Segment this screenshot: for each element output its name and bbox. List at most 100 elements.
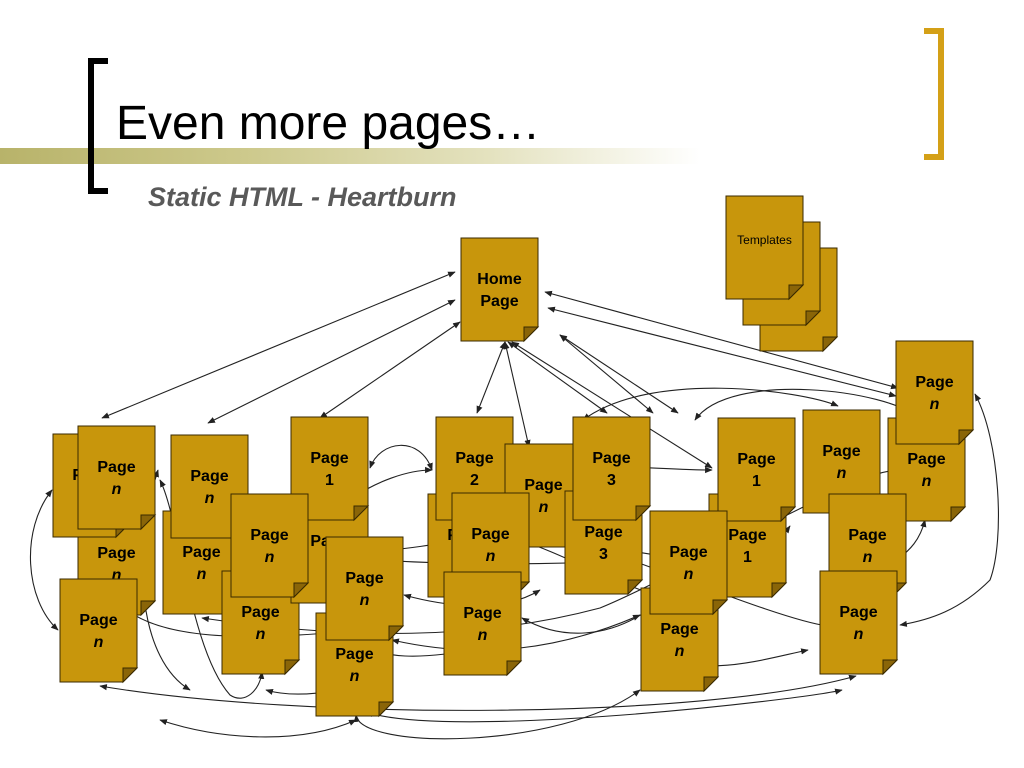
page-node-r6: Page n	[819, 570, 899, 676]
page-node-r4: Page n	[895, 340, 975, 446]
page-label-line: Page	[79, 612, 117, 629]
document-page-icon	[649, 510, 728, 615]
page-label-line: Page	[97, 459, 135, 476]
page-label-line: n	[112, 567, 122, 584]
page-label-line: n	[205, 490, 215, 507]
left-bracket	[88, 58, 108, 194]
link-arrow	[507, 341, 608, 414]
page-fold	[635, 505, 652, 522]
document-page-icon	[717, 417, 796, 522]
page-fold	[353, 505, 370, 522]
document-page-icon	[460, 237, 539, 342]
page-label-line: Templates	[737, 233, 792, 247]
page-label-line: n	[930, 396, 940, 413]
page-fold	[284, 659, 301, 676]
page-label-line: Page	[345, 570, 383, 587]
slide-subtitle: Static HTML - Heartburn	[148, 182, 457, 212]
page-label-line: Page	[915, 374, 953, 391]
right-bracket	[924, 28, 944, 160]
page-fold	[293, 582, 310, 599]
page-label-line: 1	[743, 549, 752, 566]
page-label-line: Page	[455, 450, 493, 467]
page-label-line: Page	[592, 450, 630, 467]
page-nodes: TemplatesHomePagePagenPagenPagenPagenPag…	[52, 195, 975, 718]
link-arrow	[521, 604, 656, 634]
page-label-line: 2	[470, 472, 479, 489]
page-label-line: n	[922, 473, 932, 490]
link-arrow	[207, 299, 456, 424]
page-label-line: Page	[907, 451, 945, 468]
page-label-line: n	[478, 627, 488, 644]
page-node-m7: Page n	[325, 536, 405, 642]
link-arrow	[476, 341, 506, 414]
link-arrow	[899, 393, 999, 627]
page-label-line: n	[197, 566, 207, 583]
page-fold	[388, 625, 405, 642]
page-fold	[122, 667, 139, 684]
page-fold	[712, 599, 729, 616]
page-node-c2: Page n	[451, 492, 531, 598]
page-label-line: n	[486, 548, 496, 565]
page-label-line: Page	[471, 526, 509, 543]
document-page-icon	[230, 493, 309, 598]
page-label-line: Page	[480, 293, 518, 310]
page-fold	[140, 600, 157, 617]
page-fold	[703, 676, 720, 693]
document-page-icon	[725, 195, 804, 300]
page-label-line: Page	[335, 646, 373, 663]
page-label-line: Page	[839, 604, 877, 621]
document-page-icon	[819, 570, 898, 675]
page-label-line: n	[675, 643, 685, 660]
link-arrow	[101, 271, 456, 419]
link-arrow	[365, 688, 843, 723]
page-fold	[771, 582, 788, 599]
page-label-line: n	[350, 668, 360, 685]
document-page-icon	[77, 425, 156, 530]
page-fold	[378, 701, 395, 718]
page-label-line: Home	[477, 271, 522, 288]
page-label-line: Page	[190, 468, 228, 485]
page-fold	[523, 326, 540, 343]
page-fold	[780, 506, 797, 523]
page-label-line: Page	[669, 544, 707, 561]
page-node-p3a: Page 3	[572, 416, 652, 522]
page-label-line: n	[112, 481, 122, 498]
link-arrow	[544, 290, 899, 390]
page-fold	[822, 336, 839, 353]
page-label-line: Page	[241, 604, 279, 621]
page-fold	[958, 429, 975, 446]
document-page-icon	[443, 571, 522, 676]
page-label-line: n	[863, 549, 873, 566]
page-fold	[506, 660, 523, 677]
link-arrow	[99, 674, 857, 711]
page-label-line: 3	[607, 472, 616, 489]
page-label-line: Page	[250, 527, 288, 544]
link-arrow	[159, 719, 357, 738]
link-arrow	[353, 689, 641, 740]
document-page-icon	[572, 416, 651, 521]
link-arrow	[559, 334, 654, 414]
page-label-line: Page	[97, 545, 135, 562]
page-node-l0: Page n	[77, 425, 157, 531]
page-label-line: n	[854, 626, 864, 643]
link-arrow	[582, 387, 839, 421]
document-page-icon	[325, 536, 404, 641]
page-fold	[950, 506, 967, 523]
title-underline-band	[0, 148, 700, 164]
page-label-line: 1	[325, 472, 334, 489]
page-label-line: 3	[599, 546, 608, 563]
page-label-line: n	[94, 634, 104, 651]
page-fold	[140, 514, 157, 531]
page-node-tpl1: Templates	[725, 195, 805, 301]
page-label-line: Page	[848, 527, 886, 544]
page-label-line: n	[539, 499, 549, 516]
page-label-line: n	[360, 592, 370, 609]
page-label-line: Page	[728, 527, 766, 544]
page-label-line: Page	[524, 477, 562, 494]
page-fold	[882, 659, 899, 676]
page-label-line: Page	[584, 524, 622, 541]
